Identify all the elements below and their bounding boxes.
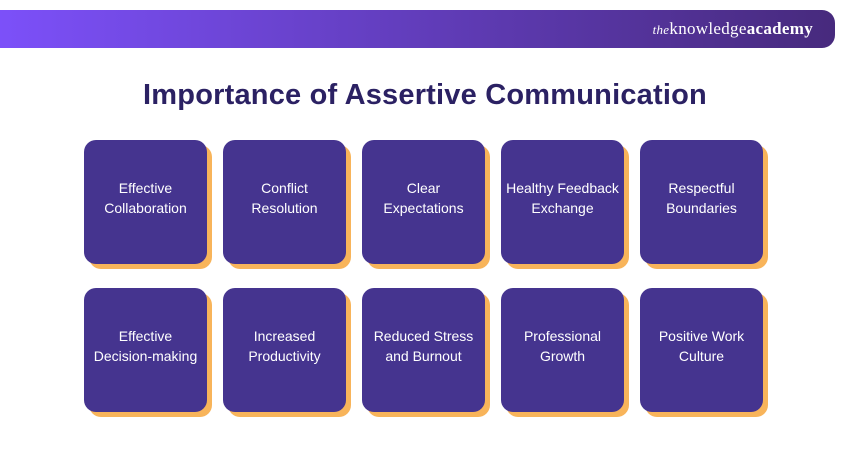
card-respectful-boundaries: Respectful Boundaries [640, 140, 763, 264]
logo-knowledge: knowledge [669, 19, 747, 38]
card-conflict-resolution: Conflict Resolution [223, 140, 346, 264]
cards-grid: Effective Collaboration Conflict Resolut… [84, 140, 763, 412]
card-effective-collaboration: Effective Collaboration [84, 140, 207, 264]
card-positive-work-culture: Positive Work Culture [640, 288, 763, 412]
cards-row-1: Effective Collaboration Conflict Resolut… [84, 140, 763, 264]
card-healthy-feedback-exchange: Healthy Feedback Exchange [501, 140, 624, 264]
knowledge-academy-logo: theknowledgeacademy [653, 19, 813, 39]
card-clear-expectations: Clear Expectations [362, 140, 485, 264]
card-reduced-stress-and-burnout: Reduced Stress and Burnout [362, 288, 485, 412]
card-increased-productivity: Increased Productivity [223, 288, 346, 412]
card-effective-decision-making: Effective Decision-making [84, 288, 207, 412]
logo-academy: academy [746, 19, 813, 38]
cards-row-2: Effective Decision-making Increased Prod… [84, 288, 763, 412]
logo-the: the [652, 22, 670, 37]
header-bar: theknowledgeacademy [0, 10, 835, 48]
page-title: Importance of Assertive Communication [143, 79, 707, 111]
card-professional-growth: Professional Growth [501, 288, 624, 412]
